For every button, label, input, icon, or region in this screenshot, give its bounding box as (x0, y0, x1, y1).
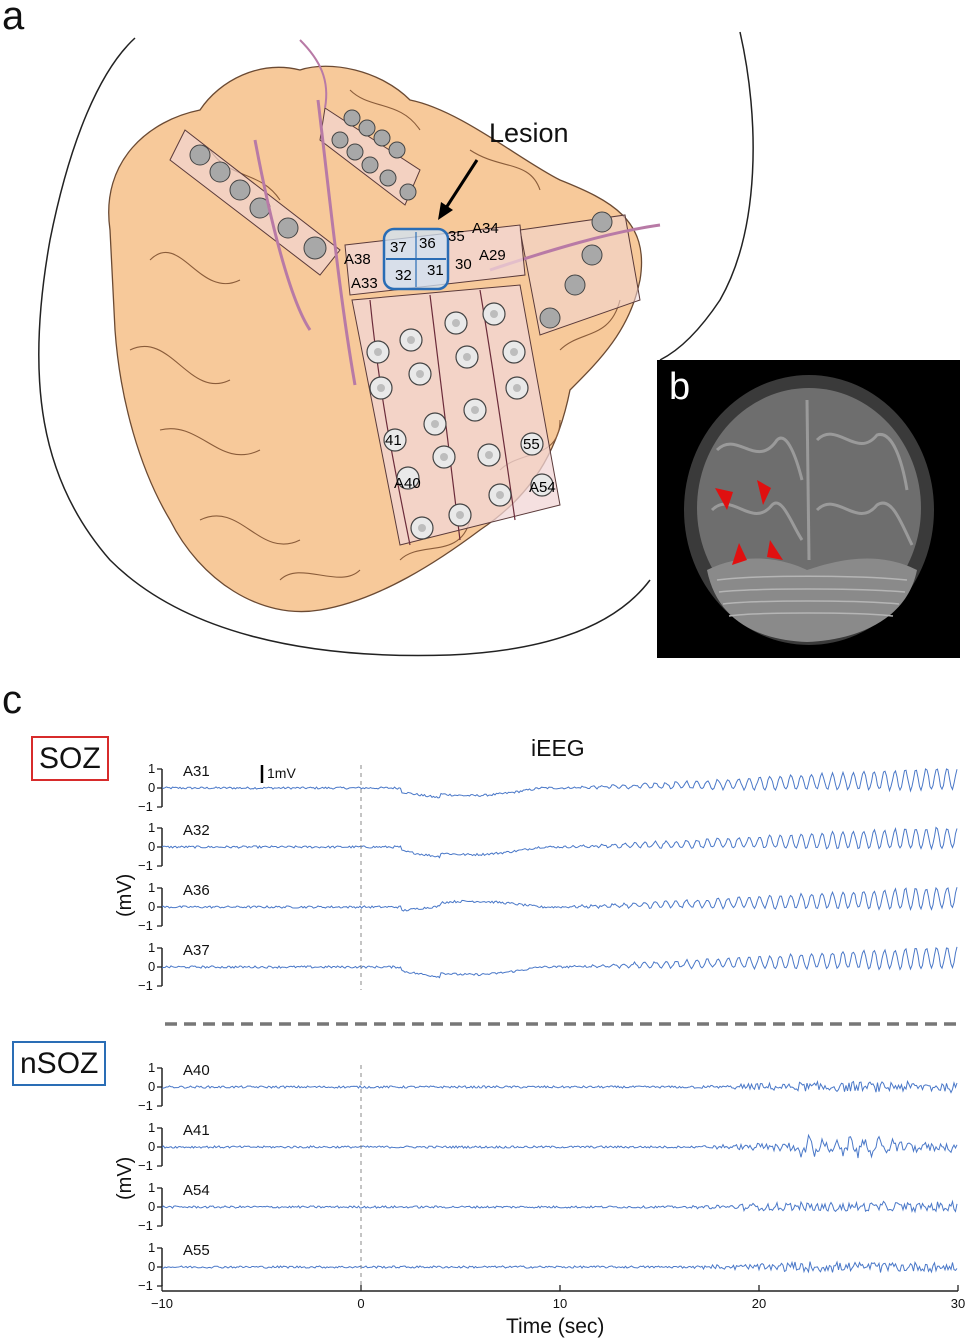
y-tick-label: 1 (148, 1060, 156, 1075)
y-tick-label: −1 (138, 1278, 153, 1293)
y-tick-label: −1 (138, 1218, 153, 1233)
scale-bar-label: 1mV (267, 765, 296, 781)
y-tick-label: 0 (148, 899, 156, 914)
y-tick-label: −1 (138, 858, 153, 873)
channel-label-A55: A55 (183, 1242, 210, 1259)
panel-b-label: b (669, 366, 691, 408)
trace-A55 (161, 1260, 958, 1274)
electrode-label-55: 55 (523, 436, 540, 453)
chart-title: iEEG (531, 735, 585, 761)
strip-electrode-right (519, 211, 641, 336)
channel-label-A32: A32 (183, 822, 210, 839)
lesion-arrow (442, 159, 479, 212)
y-tick-label: 1 (148, 761, 156, 776)
x-tick-label: 10 (552, 1296, 568, 1311)
y-tick-label: 1 (148, 1120, 156, 1135)
trace-A54 (161, 1199, 958, 1214)
panel-c-label: c (2, 678, 22, 722)
y-tick-label: 1 (148, 880, 156, 895)
electrode-label-37: 37 (390, 239, 407, 256)
mri-image: b (657, 360, 960, 658)
y-tick-label: 0 (148, 1199, 156, 1214)
y-tick-label: 1 (148, 1180, 156, 1195)
y-tick-label: 1 (148, 1240, 156, 1255)
trace-A36 (161, 886, 958, 912)
trace-A31 (161, 768, 958, 799)
electrode-label-41: 41 (385, 432, 402, 449)
electrode-label-a29: A29 (479, 247, 506, 264)
brain-illustration (38, 31, 754, 657)
x-tick-label: 0 (357, 1296, 365, 1311)
channel-label-A41: A41 (183, 1122, 210, 1139)
electrode-label-35: 35 (448, 228, 465, 245)
x-axis-label: Time (sec) (506, 1315, 605, 1338)
x-tick-label: 20 (751, 1296, 767, 1311)
y-tick-label: 0 (148, 1079, 156, 1094)
mri-arrowheads (715, 480, 783, 565)
y-tick-label: −1 (138, 799, 153, 814)
electrode-label-31: 31 (427, 262, 444, 279)
y-tick-label: 0 (148, 839, 156, 854)
nsoz-label: nSOZ (12, 1041, 107, 1086)
trace-A41 (161, 1133, 958, 1159)
y-tick-label: 0 (148, 959, 156, 974)
soz-label: SOZ (31, 736, 109, 781)
y-tick-label: −1 (138, 918, 153, 933)
channel-label-A37: A37 (183, 942, 210, 959)
channel-label-A31: A31 (183, 763, 210, 780)
electrode-label-a33: A33 (351, 275, 378, 292)
y-tick-label: −1 (138, 978, 153, 993)
strip-electrode-left (169, 129, 341, 276)
electrode-label-30: 30 (455, 256, 472, 273)
x-tick-label: −10 (150, 1296, 174, 1311)
y-tick-label: 1 (148, 940, 156, 955)
trace-A40 (161, 1079, 958, 1094)
electrode-label-a38: A38 (344, 251, 371, 268)
y-tick-label: 0 (148, 1139, 156, 1154)
grid-electrode (351, 284, 561, 546)
channel-label-A54: A54 (183, 1182, 210, 1199)
eeg-traces-chart (157, 765, 959, 1292)
electrode-label-a34: A34 (472, 220, 499, 237)
panel-a-label: a (2, 0, 25, 38)
y-tick-label: 1 (148, 820, 156, 835)
trace-A37 (161, 946, 958, 979)
electrode-label-a40: A40 (394, 475, 421, 492)
y-tick-label: 0 (148, 780, 156, 795)
y-tick-label: −1 (138, 1158, 153, 1173)
lesion-label: Lesion (489, 118, 569, 148)
electrode-label-32: 32 (395, 267, 412, 284)
strip-electrode-top (319, 107, 421, 206)
electrode-label-36: 36 (419, 235, 436, 252)
y-tick-label: 0 (148, 1259, 156, 1274)
trace-A32 (161, 826, 958, 859)
y-tick-label: −1 (138, 1098, 153, 1113)
electrode-label-a54: A54 (529, 479, 556, 496)
x-tick-label: 30 (950, 1296, 966, 1311)
channel-label-A40: A40 (183, 1062, 210, 1079)
channel-label-A36: A36 (183, 882, 210, 899)
